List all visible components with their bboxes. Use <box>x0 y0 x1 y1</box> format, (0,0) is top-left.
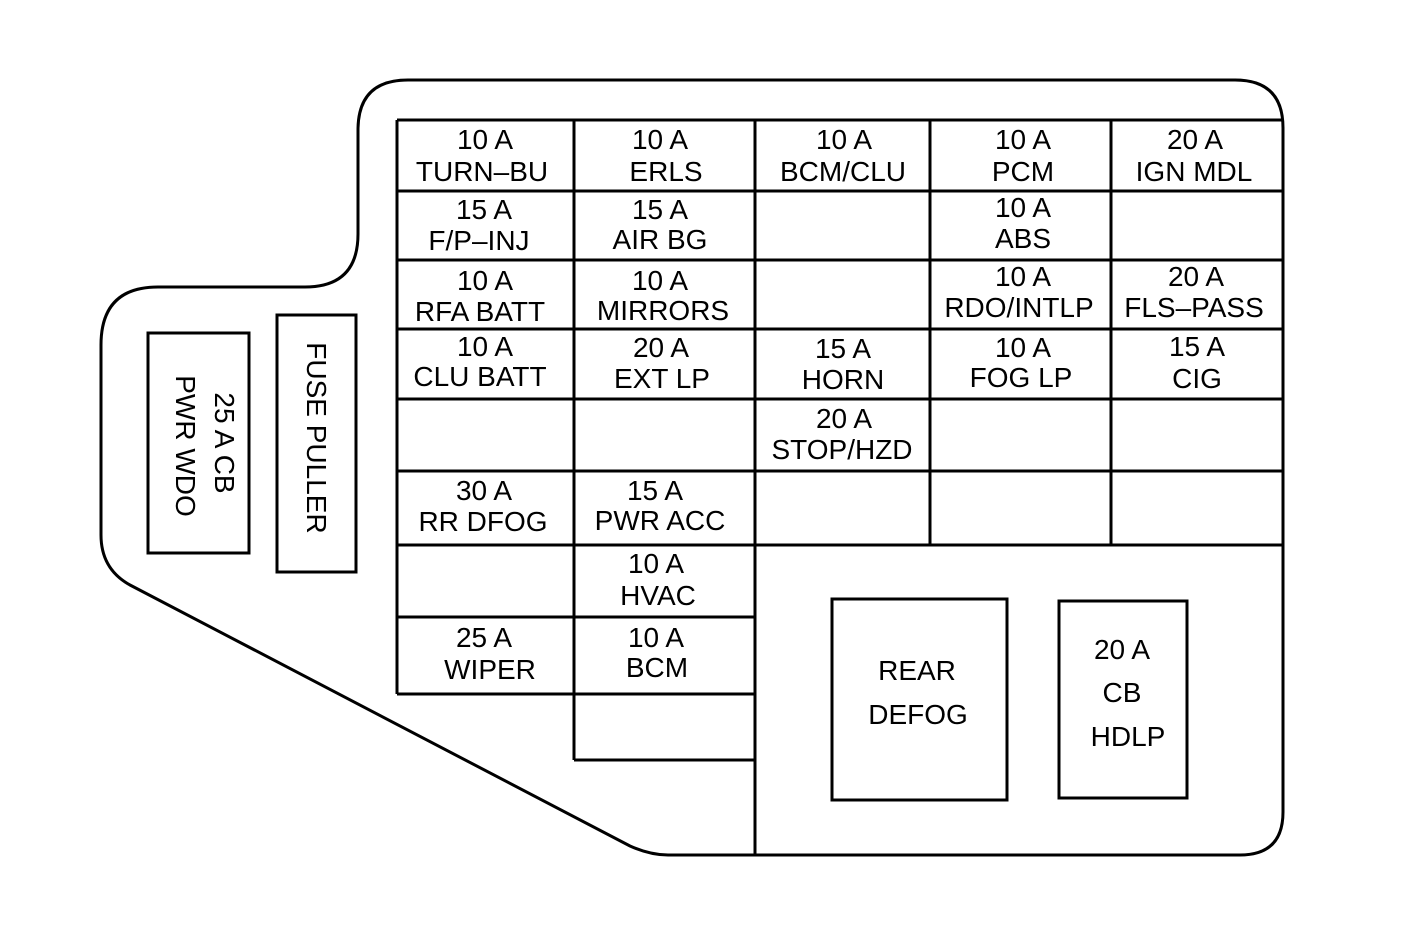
fuse-ext-lp: 20 A EXT LP <box>614 332 710 394</box>
fuse-puller-label: FUSE PULLER <box>301 342 332 533</box>
fuse-fls-pass: 20 A FLS–PASS <box>1124 261 1264 323</box>
fuse-amps: 20 A <box>816 403 872 434</box>
fuse-name: CIG <box>1172 363 1222 394</box>
fuse-amps: 10 A <box>995 332 1051 363</box>
fuse-amps: 10 A <box>457 331 513 362</box>
circuit-breaker-pwr-wdo: 25 A CB PWR WDO <box>146 331 251 555</box>
fuse-name: HVAC <box>620 580 696 611</box>
fuse-name: STOP/HZD <box>771 434 912 465</box>
fuse-puller: FUSE PULLER <box>275 313 358 574</box>
fuse-name: MIRRORS <box>597 295 729 326</box>
fuse-fog-lp: 10 A FOG LP <box>970 332 1073 393</box>
breaker-label-line2: PWR WDO <box>170 375 201 517</box>
fuse-name: BCM/CLU <box>780 156 906 187</box>
fuse-name: F/P–INJ <box>428 225 529 256</box>
fuse-mirrors: 10 A MIRRORS <box>597 265 729 326</box>
fuse-amps: 20 A <box>633 332 689 363</box>
fuse-stop-hzd: 20 A STOP/HZD <box>771 403 912 465</box>
breaker-box <box>1057 599 1189 800</box>
fuse-rfa-batt: 10 A RFA BATT <box>415 265 545 327</box>
fuse-clu-batt: 10 A CLU BATT <box>413 331 546 392</box>
fuse-hvac: 10 A HVAC <box>620 548 696 611</box>
fuse-name: FOG LP <box>970 362 1073 393</box>
fuse-amps: 10 A <box>457 124 513 155</box>
fuse-name: PCM <box>992 156 1054 187</box>
fuse-name: RR DFOG <box>418 506 547 537</box>
fuse-amps: 10 A <box>628 548 684 579</box>
fuse-name: RFA BATT <box>415 296 545 327</box>
fuse-pwr-acc: 15 A PWR ACC <box>595 475 726 536</box>
fuse-amps: 10 A <box>995 261 1051 292</box>
fuse-name: FLS–PASS <box>1124 292 1264 323</box>
fuse-amps: 20 A <box>1167 124 1223 155</box>
fuse-name: ABS <box>995 223 1051 254</box>
fuse-name: BCM <box>626 652 688 683</box>
fuse-name: WIPER <box>444 654 536 685</box>
breaker-box <box>146 331 251 555</box>
fuse-turn-bu: 10 A TURN–BU <box>416 124 548 187</box>
fuse-amps: 30 A <box>456 475 512 506</box>
fuse-amps: 20 A <box>1168 261 1224 292</box>
fuse-amps: 10 A <box>995 124 1051 155</box>
fuse-rdo-intlp: 10 A RDO/INTLP <box>944 261 1093 323</box>
fuse-name: ERLS <box>629 156 702 187</box>
fuse-name: IGN MDL <box>1136 156 1253 187</box>
fuse-name: CLU BATT <box>413 361 546 392</box>
relay-box <box>830 597 1009 802</box>
fuse-amps: 10 A <box>995 192 1051 223</box>
fuse-ign-mdl: 20 A IGN MDL <box>1136 124 1253 187</box>
fuse-amps: 25 A <box>456 622 512 653</box>
fuse-pcm: 10 A PCM <box>992 124 1054 187</box>
fuse-name: TURN–BU <box>416 156 548 187</box>
fuse-block-outline <box>99 78 1285 857</box>
fuse-air-bg: 15 A AIR BG <box>613 194 708 255</box>
fuse-puller-box <box>275 313 358 574</box>
fuse-erls: 10 A ERLS <box>629 124 702 187</box>
fuse-amps: 15 A <box>632 194 688 225</box>
relay-label-line2: DEFOG <box>868 699 968 730</box>
fuse-wiper: 25 A WIPER <box>444 622 536 685</box>
fuse-name: EXT LP <box>614 363 710 394</box>
breaker-label-line1: 20 A <box>1094 634 1150 665</box>
fuse-amps: 10 A <box>628 622 684 653</box>
relay-label-line1: REAR <box>878 655 956 686</box>
fuse-grid <box>395 118 1283 855</box>
fuse-amps: 10 A <box>632 265 688 296</box>
fuse-amps: 15 A <box>456 194 512 225</box>
fuse-amps: 10 A <box>816 124 872 155</box>
fuse-amps: 10 A <box>457 265 513 296</box>
fuse-name: RDO/INTLP <box>944 292 1093 323</box>
breaker-label-line2: CB <box>1103 677 1142 708</box>
fuse-name: AIR BG <box>613 224 708 255</box>
fuse-amps: 15 A <box>627 475 683 506</box>
fuse-bcm: 10 A BCM <box>626 622 688 683</box>
circuit-breaker-hdlp: 20 A CB HDLP <box>1057 599 1189 800</box>
fuse-cig: 15 A CIG <box>1169 331 1225 394</box>
fuse-abs: 10 A ABS <box>995 192 1051 254</box>
fuse-labels: 10 A TURN–BU 10 A ERLS 10 A BCM/CLU 10 A… <box>413 124 1263 685</box>
breaker-label-line3: HDLP <box>1091 721 1166 752</box>
fuse-horn: 15 A HORN <box>802 333 884 395</box>
fuse-name: HORN <box>802 364 884 395</box>
fuse-bcm-clu: 10 A BCM/CLU <box>780 124 906 187</box>
fuse-name: PWR ACC <box>595 505 726 536</box>
fuse-amps: 15 A <box>1169 331 1225 362</box>
breaker-label-line1: 25 A CB <box>209 392 240 493</box>
fuse-fp-inj: 15 A F/P–INJ <box>428 194 529 256</box>
fuse-amps: 10 A <box>632 124 688 155</box>
relay-rear-defog: REAR DEFOG <box>830 597 1009 802</box>
fuse-amps: 15 A <box>815 333 871 364</box>
fuse-rr-dfog: 30 A RR DFOG <box>418 475 547 537</box>
